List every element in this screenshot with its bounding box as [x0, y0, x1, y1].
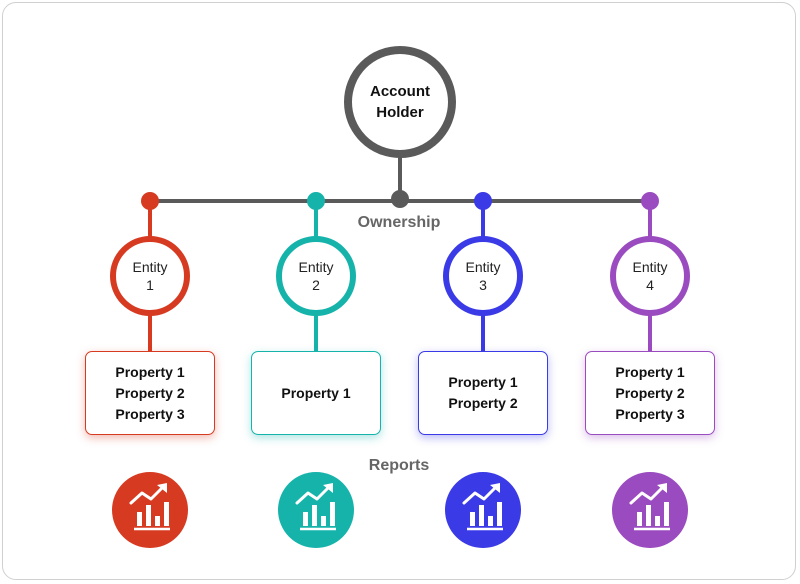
entity-label-line2: 3	[479, 277, 487, 293]
property-item: Property 3	[115, 405, 185, 422]
bar-chart-trend-icon	[278, 472, 354, 548]
entity-2-label: Entity 2	[281, 251, 351, 301]
entity-label-line1: Entity	[465, 259, 501, 275]
property-item: Property 2	[115, 384, 185, 401]
entity-1-ring	[110, 236, 190, 316]
property-item: Property 1	[615, 363, 685, 380]
entity-3-label: Entity 3	[448, 251, 518, 301]
property-item: Property 2	[615, 384, 685, 401]
reports-label: Reports	[368, 457, 430, 474]
account-holder-label-line1: Account	[370, 83, 430, 100]
entity-label-line2: 4	[646, 277, 654, 293]
bar-chart-trend-icon	[112, 472, 188, 548]
account-holder-label-line2: Holder	[376, 104, 424, 121]
property-item: Property 1	[281, 384, 351, 401]
entity-4-bus-dot	[641, 192, 659, 210]
entity-4-ring	[610, 236, 690, 316]
entity-label-line1: Entity	[632, 259, 668, 275]
bus-center-node	[391, 190, 409, 208]
property-item: Property 1	[448, 374, 518, 390]
ownership-label: Ownership	[357, 214, 441, 231]
property-item: Property 2	[448, 395, 518, 411]
entity-label-line1: Entity	[132, 259, 168, 275]
entity-1-bus-dot	[141, 192, 159, 210]
entity-2-bus-dot	[307, 192, 325, 210]
entity-1-properties-box: Property 1 Property 2 Property 3	[85, 351, 215, 435]
entity-2-properties-box: Property 1	[251, 351, 381, 435]
account-holder-node: Account Holder	[340, 60, 460, 144]
entity-2-ring	[276, 236, 356, 316]
entity-label-line1: Entity	[298, 259, 334, 275]
entity-4-properties-box: Property 1 Property 2 Property 3	[585, 351, 715, 435]
entity-3-ring	[443, 236, 523, 316]
entity-4-label: Entity 4	[615, 251, 685, 301]
property-item: Property 3	[615, 405, 685, 422]
entity-label-line2: 1	[146, 277, 154, 293]
entity-3-properties-box: Property 1 Property 2	[418, 351, 548, 435]
bar-chart-trend-icon	[612, 472, 688, 548]
entity-1-label: Entity 1	[115, 251, 185, 301]
property-item: Property 1	[115, 363, 185, 380]
entity-3-bus-dot	[474, 192, 492, 210]
entity-label-line2: 2	[312, 277, 320, 293]
bar-chart-trend-icon	[445, 472, 521, 548]
